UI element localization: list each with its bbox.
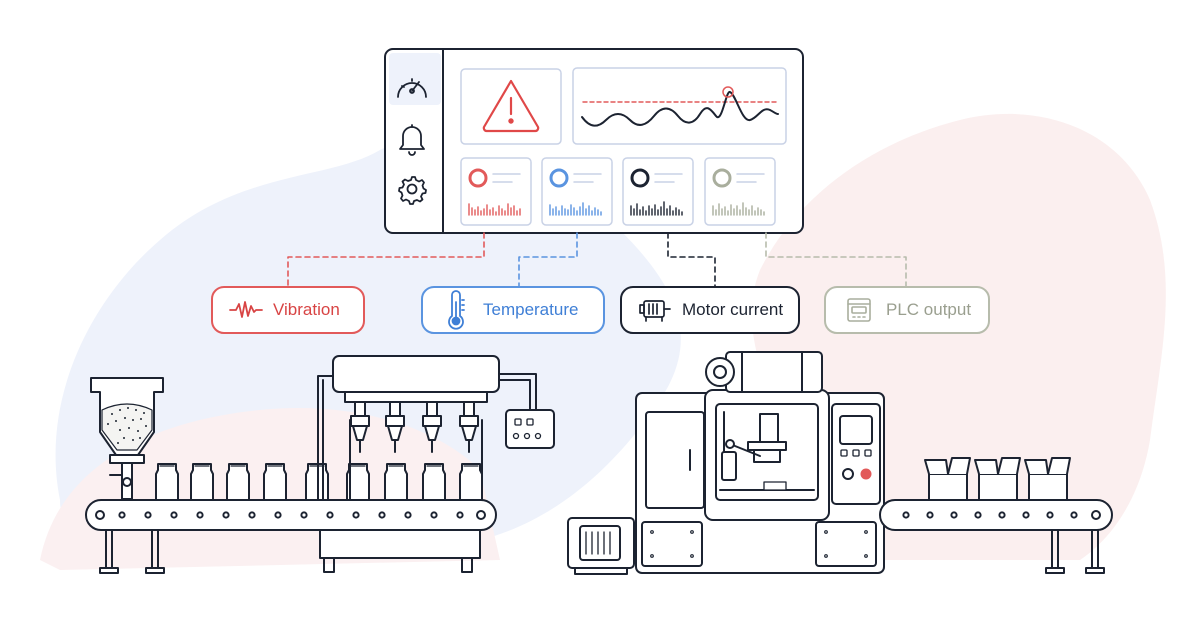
connector-vibration <box>287 232 485 287</box>
filling-machine <box>317 355 555 573</box>
metric-card-temperature <box>541 157 613 226</box>
dashboard-panel <box>384 48 804 234</box>
metric-card-motor <box>622 157 694 226</box>
plc-module-icon <box>842 293 876 327</box>
metric-card-plc <box>704 157 776 226</box>
metric-card-vibration <box>460 157 532 226</box>
boxes <box>924 457 1071 501</box>
trend-line <box>581 90 779 127</box>
sensor-pill-plc-output[interactable]: PLC output <box>824 286 990 334</box>
drive-motor <box>567 517 635 575</box>
trend-chart-card <box>572 67 787 145</box>
vibration-wave-icon <box>229 293 263 327</box>
peak-marker <box>722 86 734 98</box>
alert-card <box>460 68 562 145</box>
thermometer-icon <box>439 290 473 330</box>
sensor-label: Temperature <box>483 300 579 319</box>
sensor-label: PLC output <box>886 300 972 319</box>
conveyor-left <box>85 499 497 574</box>
sensor-pill-vibration[interactable]: Vibration <box>211 286 365 334</box>
warning-triangle-icon <box>482 79 540 133</box>
sensor-pill-motor-current[interactable]: Motor current <box>620 286 800 334</box>
sensor-label: Vibration <box>273 300 340 319</box>
sealing-machine <box>635 351 885 574</box>
connector-temperature <box>518 232 578 287</box>
connector-motor <box>667 232 716 287</box>
gear-icon[interactable] <box>398 176 427 205</box>
gauge-icon[interactable] <box>397 78 427 98</box>
motor-icon <box>638 293 672 327</box>
sensor-label: Motor current <box>682 300 784 319</box>
conveyor-right <box>879 499 1113 574</box>
sensor-pill-temperature[interactable]: Temperature <box>421 286 605 334</box>
connector-plc <box>765 232 907 287</box>
bell-icon[interactable] <box>399 124 425 156</box>
hopper <box>90 377 164 500</box>
